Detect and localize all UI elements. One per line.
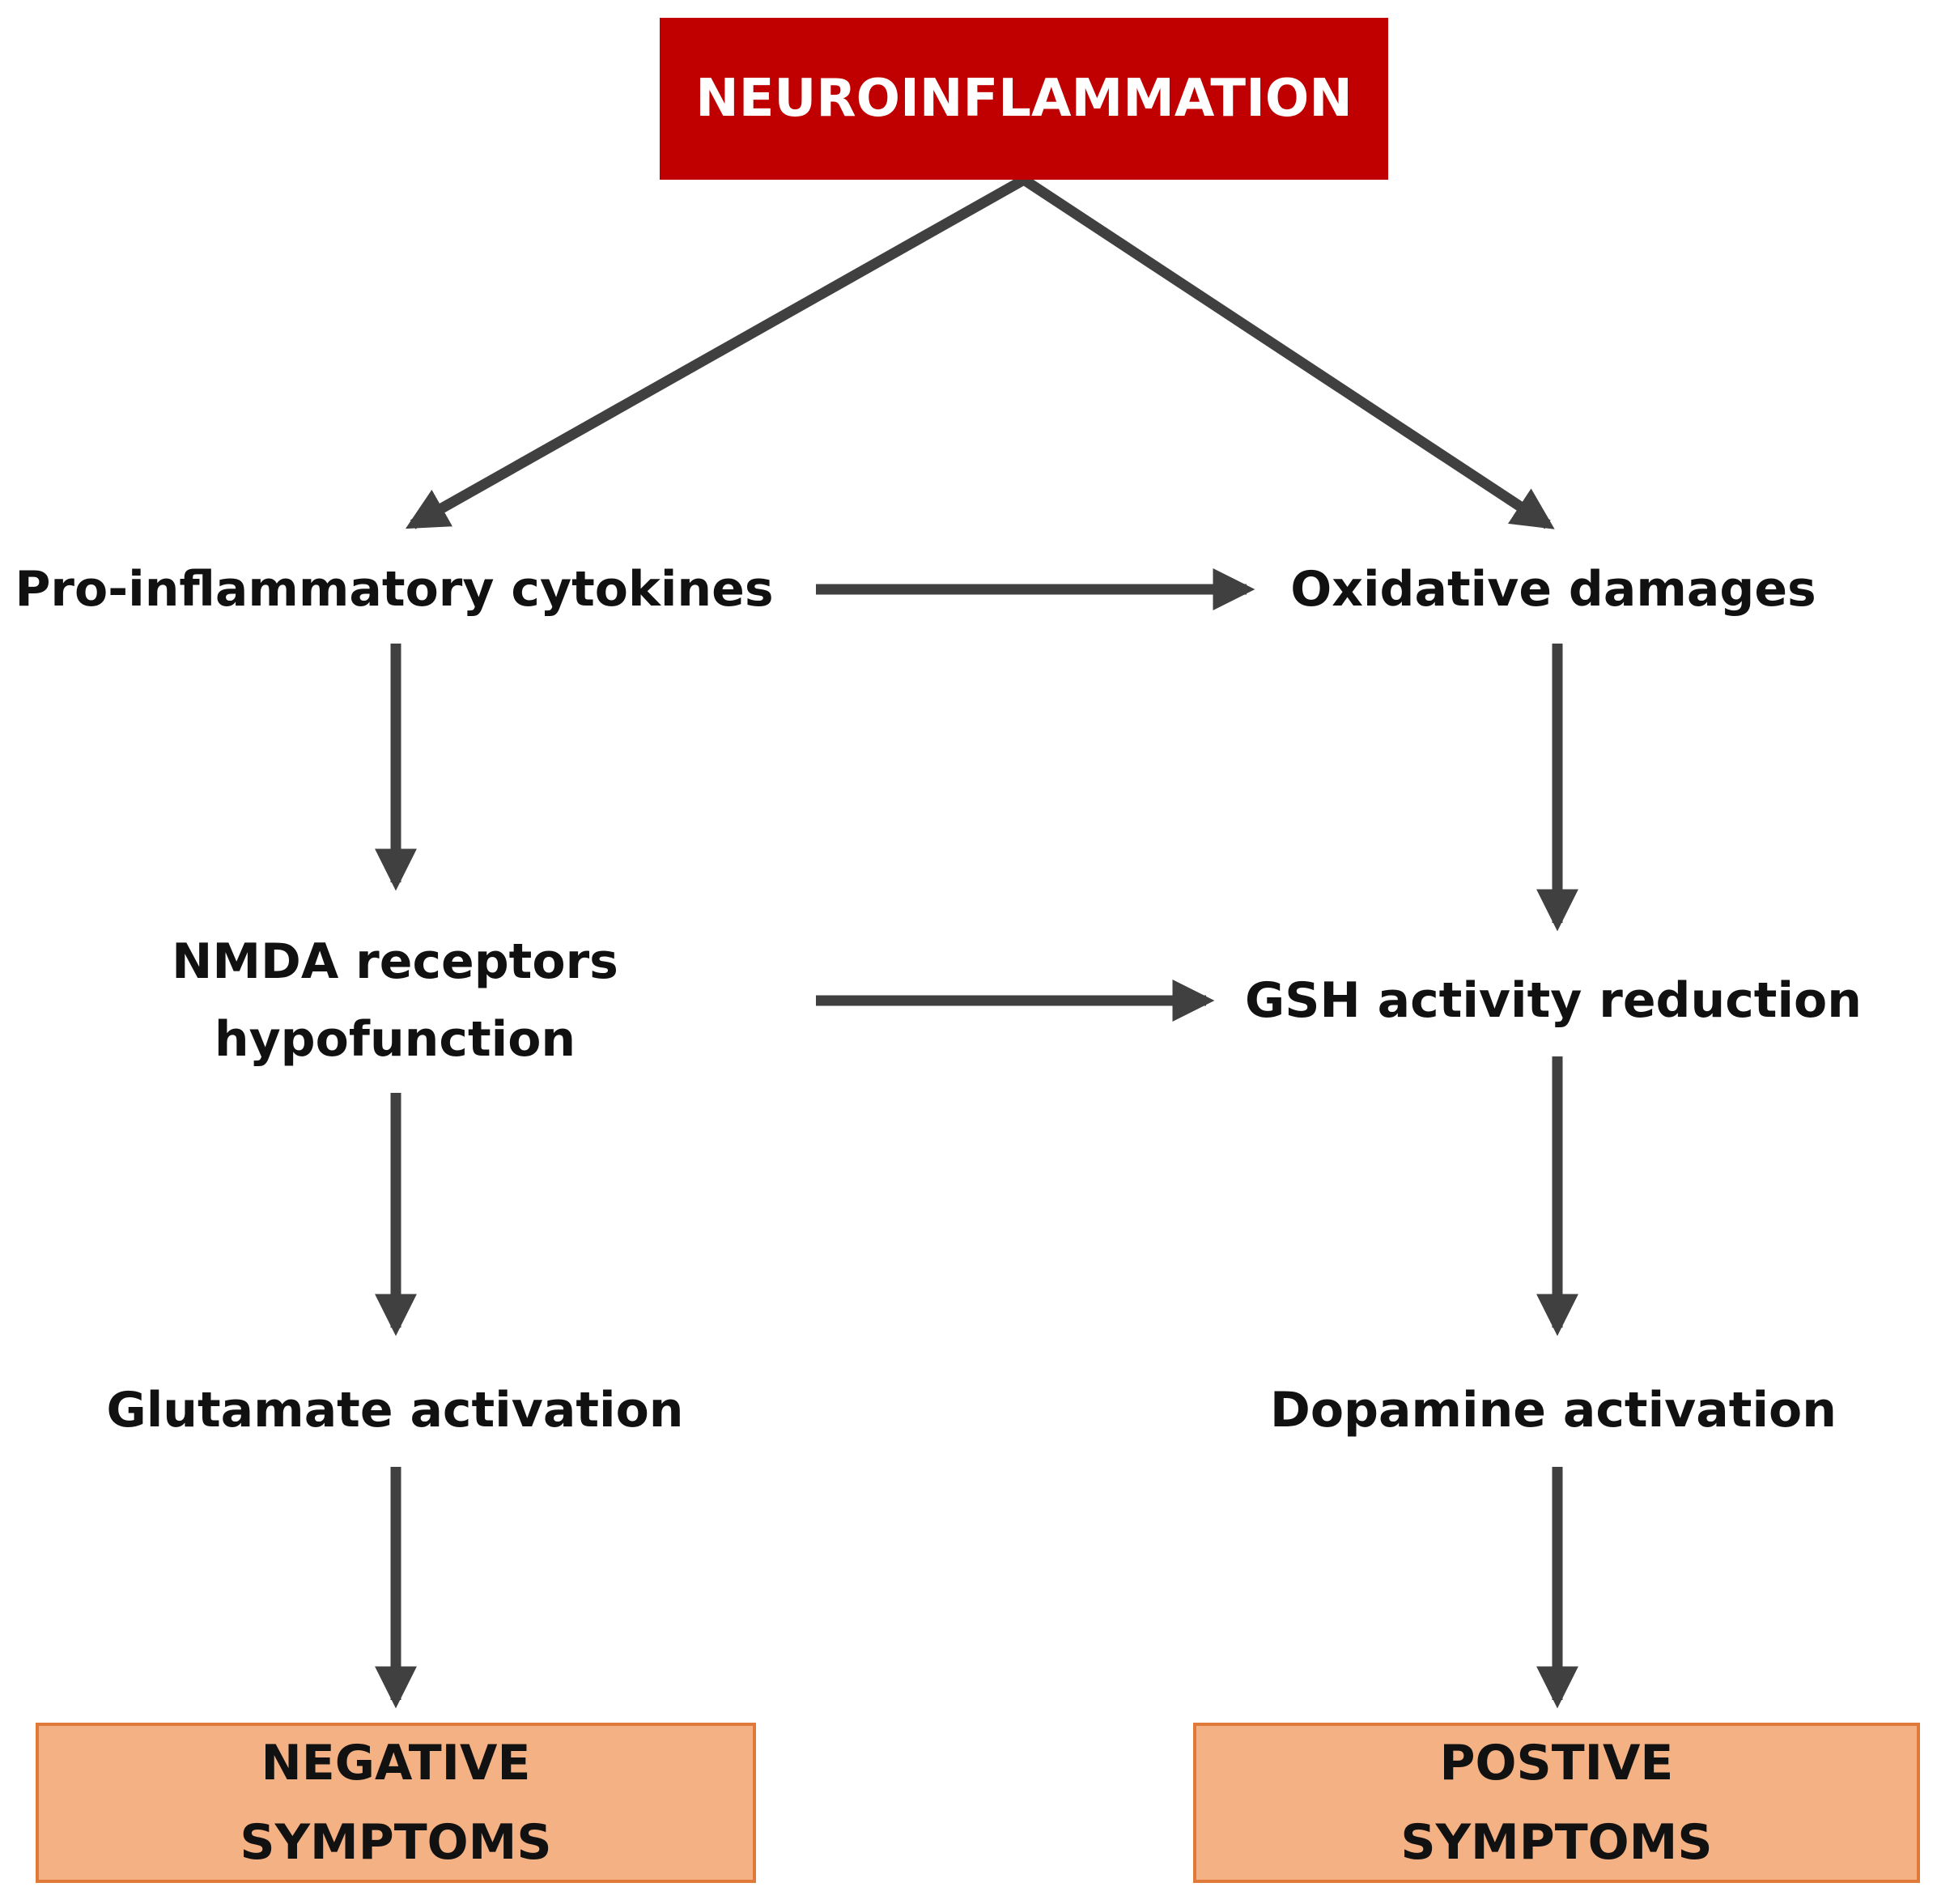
negative-symptoms-box: NEGATIVE SYMPTOMS xyxy=(36,1723,756,1883)
cytokines-label: Pro-inflammatory cytokines xyxy=(15,561,774,618)
nmda-label: NMDA receptors hypofunction xyxy=(172,933,618,1068)
neuroinflammation-box: NEUROINFLAMMATION xyxy=(660,18,1388,180)
dopamine-label: Dopamine activation xyxy=(1270,1382,1837,1439)
glutamate-label: Glutamate activation xyxy=(106,1382,684,1439)
gsh-label: GSH activity reduction xyxy=(1245,972,1862,1029)
arrow-neuroinflammation-to-cytokines xyxy=(405,175,1027,529)
neuroinflammation-label: NEUROINFLAMMATION xyxy=(695,69,1353,129)
arrow-neuroinflammation-to-oxidative xyxy=(1021,175,1555,529)
positive-symptoms-box: POSTIVE SYMPTOMS xyxy=(1193,1723,1920,1883)
oxidative-label: Oxidative damages xyxy=(1290,561,1816,618)
positive-symptoms-label: POSTIVE SYMPTOMS xyxy=(1400,1735,1713,1871)
negative-symptoms-label: NEGATIVE SYMPTOMS xyxy=(240,1735,552,1871)
